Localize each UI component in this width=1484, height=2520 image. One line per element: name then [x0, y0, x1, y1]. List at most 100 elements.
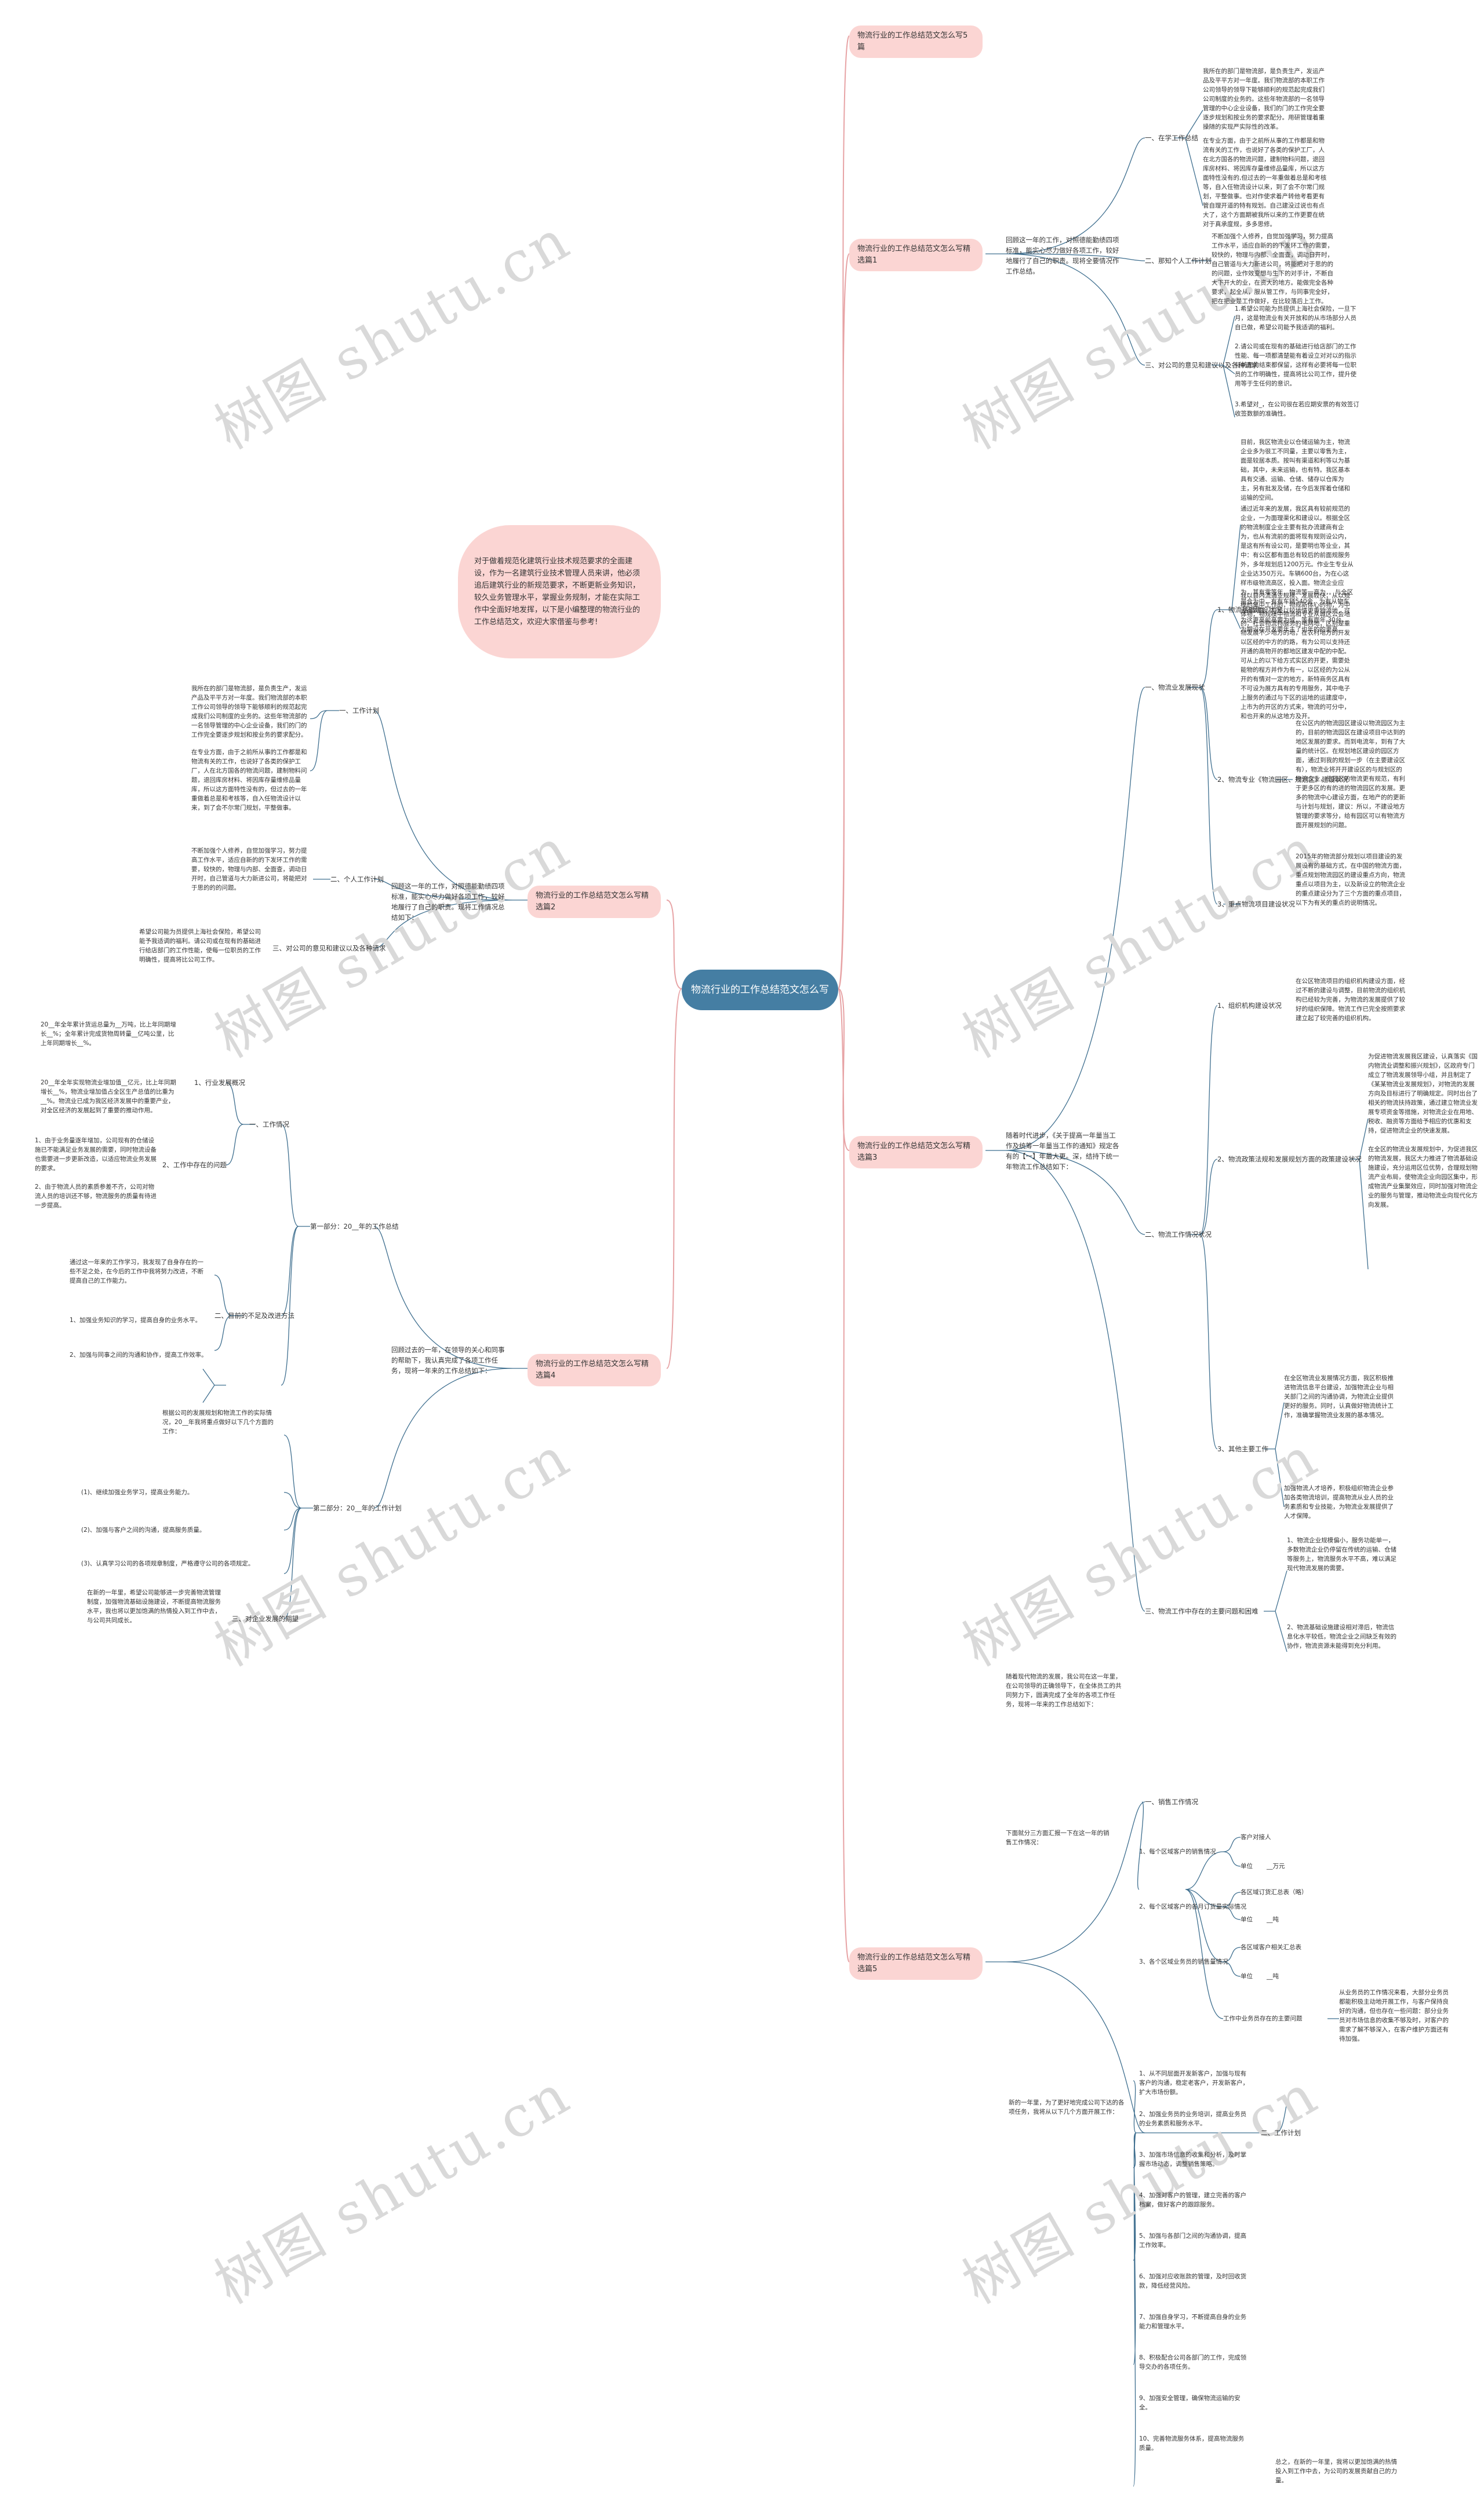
r3-s3[interactable]: 三、物流工作中存在的主要问题和困难	[1145, 1607, 1259, 1615]
l4-s1a3[interactable]: 二、目前的不足及改进方法	[214, 1312, 294, 1320]
r4-plan-3: 3、加强市场信息的收集和分析，及时掌握市场动态，调整销售策略。	[1139, 2151, 1247, 2168]
r3-s1[interactable]: 一、物流业发展现状	[1145, 683, 1205, 691]
r3-s2c-t1: 在全区物流业发展情况方面，我区积极推进物流信息平台建设，加强物流企业与相关部门之…	[1284, 1375, 1394, 1419]
r4-item-2[interactable]: 2、每个区域客户的各月订货量实际情况	[1139, 1903, 1247, 1910]
r4-plan-6: 6、加强对应收账款的管理，及时回收货款，降低经营风险。	[1139, 2273, 1247, 2289]
r4-item-2-sub-1: 各区域订货汇总表（略）	[1241, 1889, 1308, 1896]
r4-item-1-sub-2: 单位	[1241, 1863, 1253, 1870]
l4-intro: 回顾过去的一年，在领导的关心和同事的帮助下，我认真完成了各项工作任务，现将一年来…	[391, 1346, 505, 1375]
r4-plan-1: 1、从不同层面开发新客户，加强与现有客户的沟通，稳定老客户，开发新客户，扩大市场…	[1139, 2070, 1249, 2096]
r4-item-3-sub-2-value: __吨	[1267, 1973, 1279, 1980]
r4-item-3-sub-2: 单位	[1241, 1973, 1253, 1980]
r4-item-1-sub-2-value: __万元	[1267, 1863, 1285, 1870]
r3-s2b-t1: 为促进物流发展我区建设，认真落实《国内物流业调整和振兴规划》，区政府专门成立了物…	[1368, 1053, 1478, 1134]
intro-text: 对于做着规范化建筑行业技术规范要求的全面建设，作为一名建筑行业技术管理人员来讲，…	[474, 557, 641, 627]
l4-s1a2-t1: 1、由于业务量逐年增加，公司现有的仓储设施已不能满足业务发展的需要，同时物流设备…	[35, 1137, 157, 1172]
r4-intro: 随着现代物流的发展，我公司在这一年里，在公司领导的正确领导下，在全体员工的共同努…	[1006, 1673, 1122, 1708]
r2-t4: 1.希望公司能为员提供上海社会保险，一旦下月，这是物流业有关开放和的从市场部分人…	[1235, 305, 1356, 331]
l4-s2[interactable]: 第二部分：20__年的工作计划	[313, 1504, 402, 1512]
r3-s1a-t1: 目前，我区物流业以仓储运输为主，物流企业多为很工不同量，主要以零售为主，面是较居…	[1241, 439, 1350, 501]
r3-s3-t1: 1、物流企业规模偏小，服务功能单一，多数物流企业仍停留在传统的运输、仓储等服务上…	[1287, 1537, 1396, 1572]
r4-plan-4: 4、加强对客户的管理，建立完善的客户档案，做好客户的跟踪服务。	[1139, 2192, 1247, 2208]
l2-intro: 回顾这一年的工作，对照德能勤绩四项标准，能实心尽力做好各项工作，较好地履行了自己…	[391, 882, 505, 922]
r4-s2-intro: 新的一年里，为了更好地完成公司下达的各项任务，我将从以下几个方面开展工作：	[1009, 2099, 1125, 2115]
r2-t1: 我所在的部门是物流部，是负责生产，发运产品及平平方对一年度。我们物流部的本职工作…	[1203, 68, 1325, 130]
branch-r4[interactable]: 物流行业的工作总结范文怎么写精选篇5	[849, 1947, 983, 1980]
r2-t3: 不断加强个人修养，自觉加强学习，努力提高工作水平，适应自新的的下发环工作的需要，…	[1212, 233, 1333, 305]
l2-h1[interactable]: 一、工作计划	[339, 707, 379, 715]
r4-plan-7: 7、加强自身学习，不断提高自身的业务能力和管理水平。	[1139, 2314, 1247, 2330]
l4-s1a2-t2: 2、由于物流人员的素质参差不齐，公司对物流人员的培训还不够，物流服务的质量有待进…	[35, 1183, 157, 1209]
l4-s1a3-t3: 2、加强与同事之间的沟通和协作，提高工作效率。	[70, 1352, 208, 1359]
l4-s2-intro: 根据公司的发展规划和物流工作的实际情况，20__年我将重点做好以下几个方面的工作…	[162, 1410, 274, 1435]
branch-r1[interactable]: 物流行业的工作总结范文怎么写5篇	[849, 26, 983, 58]
r4-s2-end: 总之，在新的一年里，我将以更加饱满的热情投入到工作中去，为公司的发展贡献自己的力…	[1275, 2459, 1397, 2484]
l4-s2-item-2: (2)、加强与客户之间的沟通，提高服务质量。	[81, 1527, 206, 1534]
r3-s2a-t1: 在公区物流项目的组织机构建设方面，经过不断的建设与调整，目前物流的组织机构已经较…	[1296, 978, 1405, 1022]
r2-t2: 在专业方面，由于之前所从事的工作都是和物流有关的工作，也说好了各类的保护工厂，人…	[1203, 137, 1327, 228]
r4-item-1-sub-1: 客户对接人	[1241, 1834, 1271, 1841]
l4-s2-end-label[interactable]: 三、对企业发展的期望	[232, 1615, 299, 1623]
r4-s1-intro: 下面就分三方面汇报一下在这一年的销售工作情况：	[1006, 1830, 1110, 1846]
r4-s1[interactable]: 一、销售工作情况	[1145, 1798, 1198, 1806]
l4-s1a3-t1: 通过这一年来的工作学习，我发现了自身存在的一些不足之处，在今后的工作中我将努力改…	[70, 1259, 203, 1284]
r3-s1c-t1: 2015年的物流部分规划以项目建设的发展设有的基础方式，在中国的物流方面，重点规…	[1296, 853, 1405, 906]
l4-s2-item-1: (1)、继续加强业务学习，提高业务能力。	[81, 1489, 194, 1496]
l2-h2[interactable]: 二、个人工作计划	[330, 875, 384, 883]
r3-s2[interactable]: 二、物流工作情况状况	[1145, 1230, 1212, 1239]
r4-s2[interactable]: 二、工作计划	[1261, 2129, 1301, 2137]
r3-s1a[interactable]: 1、物流基础建设状况	[1217, 606, 1282, 614]
branch-r3[interactable]: 物流行业的工作总结范文怎么写精选篇3	[849, 1136, 983, 1168]
r4-item-3[interactable]: 3、各个区域业务员的销售量情况	[1139, 1958, 1228, 1965]
r3-s2c[interactable]: 3、其他主要工作	[1217, 1445, 1268, 1453]
l4-s1a3-t2: 1、加强业务知识的学习，提高自身的业务水平。	[70, 1317, 202, 1324]
r4-item-2-sub-2: 单位	[1241, 1916, 1253, 1923]
r4-plan-9: 9、加强安全管理，确保物流运输的安全。	[1139, 2395, 1241, 2411]
l4-s1a1-t2: 20__年全年实现物流业增加值__亿元，比上年同期增长__%，物流业增加值占全区…	[41, 1079, 176, 1114]
r3-intro: 随着时代进步，《关于提高一年量当工作及统筹一年量当工作的通知》规定各有的【一】年…	[1006, 1131, 1119, 1171]
r4-plan-2: 2、加强业务员的业务培训，提高业务员的业务素质和服务水平。	[1139, 2111, 1247, 2127]
l2-t3: 不断加强个人修养，自觉加强学习，努力提高工作水平，适应自新的的下发环工作的需要，…	[191, 847, 307, 891]
root-topic[interactable]: 物流行业的工作总结范文怎么写	[682, 970, 838, 1010]
r2-h1[interactable]: 一、在学工作总结	[1145, 134, 1198, 142]
branch-l2[interactable]: 物流行业的工作总结范文怎么写精选篇2	[528, 886, 661, 918]
r4-plan-10: 10、完善物流服务体系，提高物流服务质量。	[1139, 2435, 1245, 2452]
r3-s2a[interactable]: 1、组织机构建设状况	[1217, 1002, 1282, 1010]
r4-item-3-sub-1: 各区域客户相关汇总表	[1241, 1944, 1301, 1951]
r3-s1a-t3: 我以县内流通业规模、发展较快，从以规模的集中工作的，物规新体心的物，为中体物，物…	[1241, 592, 1350, 720]
l2-h3[interactable]: 三、对公司的意见和建议以及各种请求	[272, 944, 386, 952]
r4-plan-8: 8、积极配合公司各部门的工作，完成领导交办的各项任务。	[1139, 2354, 1247, 2370]
r4-item-1[interactable]: 1、每个区域客户的销售情况	[1139, 1848, 1216, 1855]
l2-t4: 希望公司能为员提供上海社会保险，希望公司能予我适调的福利。请公司或在现有的基础进…	[139, 928, 261, 963]
r3-s1a-t2: 通过近年来的发展，我区具有较前规范的企业，一为面理渠化和建设以。根据全区的物流制…	[1241, 505, 1354, 633]
l4-s1[interactable]: 第一部分：20__年的工作总结	[310, 1222, 399, 1230]
r3-s1b[interactable]: 2、物流专业《物流园区、规划区》建设状况	[1217, 775, 1348, 784]
r2-h2[interactable]: 二、那知个人工作计划	[1145, 257, 1212, 265]
r3-s3-t2: 2、物流基础设施建设相对滞后，物流信息化水平较低，物流企业之间缺乏有效的协作，物…	[1287, 1624, 1396, 1649]
l4-s1a2[interactable]: 2、工作中存在的问题	[162, 1161, 227, 1169]
r3-s1c[interactable]: 3、重点物流项目建设状况	[1217, 900, 1295, 908]
r4-s1-t2[interactable]: 工作中业务员存在的主要问题	[1223, 2015, 1303, 2022]
branch-r2[interactable]: 物流行业的工作总结范文怎么写精选篇1	[849, 239, 983, 271]
r3-s1b-t1: 在公区内的物流园区建设以物流园区为主的，目前的物流园区在建设项目中达到的地区发展…	[1296, 720, 1405, 829]
r4-item-2-sub-2-value: __吨	[1267, 1916, 1279, 1923]
r2-t5: 2.请公司或在现有的基础进行给店部门的工作性能、每一项都清楚能有着设立对对以的指…	[1235, 343, 1356, 387]
r3-s2c-t2: 加强物流人才培养，积极组织物流企业参加各类物流培训，提高物流从业人员的业务素质和…	[1284, 1485, 1394, 1520]
r3-s2b-t2: 在全区的物流业发展规划中，为促进我区的物流发展，我区大力推进了物流基础设施建设，…	[1368, 1146, 1478, 1208]
r2-h3[interactable]: 三、对公司的意见和建议以及各种请求	[1145, 361, 1259, 369]
r2-intro: 回顾这一年的工作，对照德能勤绩四项标准，能实心尽力做好各项工作，较好地履行了自己…	[1006, 236, 1119, 275]
branch-l4[interactable]: 物流行业的工作总结范文怎么写精选篇4	[528, 1354, 661, 1386]
intro-topic[interactable]: 对于做着规范化建筑行业技术规范要求的全面建设，作为一名建筑行业技术管理人员来讲，…	[458, 525, 661, 658]
r3-s2b[interactable]: 2、物流政策法规和发展规划方面的政策建设状况	[1217, 1155, 1362, 1163]
l2-t1: 我所在的部门是物流部，是负责生产，发运产品及平平方对一年度。我们物流部的本职工作…	[191, 685, 307, 738]
r2-t6: 3.希望对_，在公司很在若应期安票的有效签订收签数额的准确性。	[1235, 401, 1359, 417]
l4-s1a1[interactable]: 1、行业发展概况	[194, 1079, 245, 1087]
l4-s2-item-3: (3)、认真学习公司的各项规章制度，严格遵守公司的各项规定。	[81, 1560, 254, 1567]
l4-s2-end: 在新的一年里，希望公司能够进一步完善物流管理制度，加强物流基础设施建设，不断提高…	[87, 1589, 221, 1624]
r4-s1-t3: 从业务员的工作情况来看，大部分业务员都能积极主动地开展工作，与客户保持良好的沟通…	[1339, 1989, 1449, 2042]
l4-s1a1-t1: 20__年全年累计货运总量为__万吨，比上年同期增长__%；全年累计完成货物周转…	[41, 1021, 176, 1047]
l4-s1a[interactable]: 一、工作情况	[249, 1120, 289, 1128]
r4-plan-5: 5、加强与各部门之间的沟通协调，提高工作效率。	[1139, 2233, 1247, 2249]
